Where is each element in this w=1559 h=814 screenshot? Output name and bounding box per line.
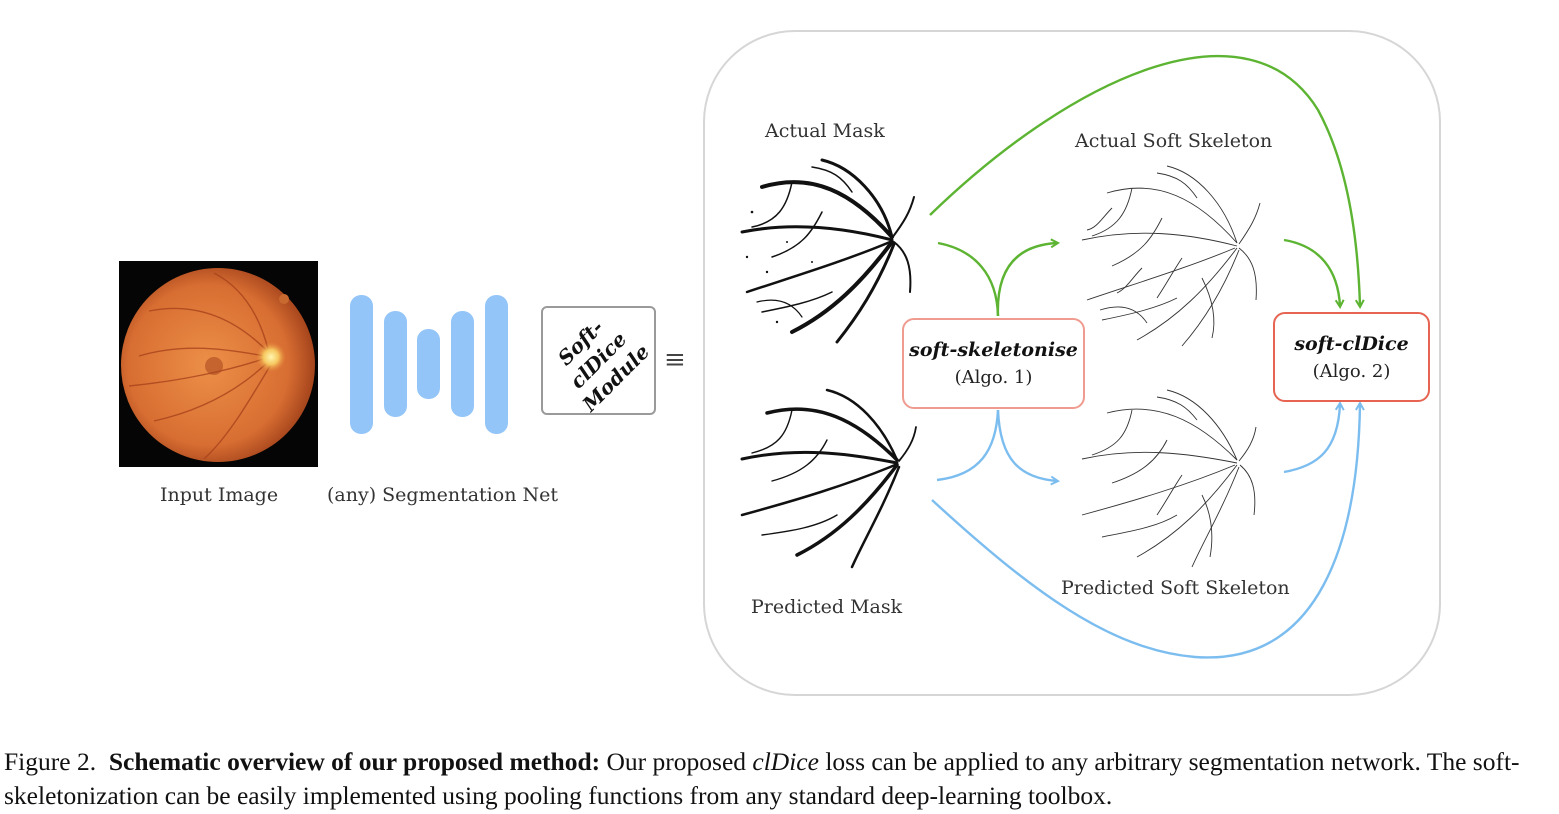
soft-skeletonise-box: soft-skeletonise (Algo. 1) (902, 318, 1085, 409)
blue-arrow-long (931, 404, 1360, 659)
predicted-mask-image (740, 388, 917, 569)
caption-figure-number: Figure 2. (4, 747, 97, 776)
predicted-soft-skeleton-image (1081, 389, 1257, 568)
caption-text-b: loss can be applied to any arbitrary seg… (4, 747, 1520, 810)
actual-mask-image (740, 158, 915, 344)
caption-italic-cldice: clDice (752, 747, 819, 776)
input-image-label: Input Image (160, 484, 279, 506)
soft-cldice-box: soft-clDice (Algo. 2) (1273, 312, 1430, 402)
caption-bold-title: Schematic overview of our proposed metho… (108, 747, 601, 776)
blue-arrow-from-skeletonise (936, 409, 1000, 482)
predicted-mask-label: Predicted Mask (751, 596, 903, 618)
green-arrow-to-cldice (1283, 238, 1340, 306)
soft-cldice-algo: (Algo. 2) (1312, 360, 1391, 382)
soft-cldice-title: soft-clDice (1294, 332, 1409, 355)
predicted-soft-skeleton-label: Predicted Soft Skeleton (1061, 577, 1290, 599)
green-arrow-long (929, 54, 1360, 306)
network-bar-3 (417, 329, 440, 399)
blue-arrow-to-cldice (1283, 404, 1340, 474)
input-fundus-image (119, 261, 318, 467)
network-bar-5 (485, 295, 508, 434)
soft-skeletonise-title: soft-skeletonise (909, 339, 1078, 361)
network-bar-1 (350, 295, 373, 434)
actual-mask-label: Actual Mask (765, 120, 885, 142)
network-bar-4 (451, 311, 474, 417)
green-arrow-to-actual-skeleton (996, 243, 1057, 317)
actual-soft-skeleton-label: Actual Soft Skeleton (1075, 130, 1273, 152)
green-arrow-to-skeletonise (937, 241, 1000, 317)
blue-arrow-to-predicted-skeleton (996, 409, 1057, 481)
segmentation-network-icon (350, 295, 508, 434)
equivalence-symbol: ≡ (664, 345, 686, 375)
network-bar-2 (384, 311, 407, 417)
segmentation-net-label: (any) Segmentation Net (327, 484, 558, 506)
soft-cldice-module: Soft-clDice Module (541, 306, 656, 416)
actual-soft-skeleton-image (1081, 165, 1261, 347)
caption-text-a: Our proposed (606, 747, 747, 776)
soft-skeletonise-algo: (Algo. 1) (954, 367, 1033, 388)
figure-caption: Figure 2. Schematic overview of our prop… (4, 745, 1556, 813)
method-panel (703, 30, 1441, 696)
